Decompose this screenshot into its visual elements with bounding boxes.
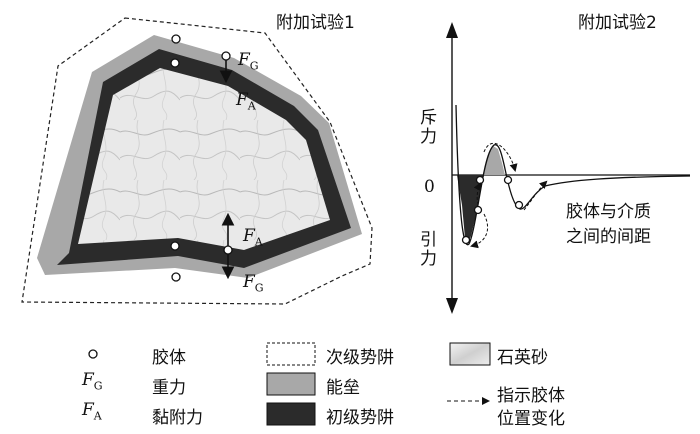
legend-adhesion-symbol: FA (82, 400, 102, 423)
legend-gravity-symbol: FG (82, 370, 103, 393)
legend-quartz-sand-label: 石英砂 (497, 348, 548, 368)
profile-colloid-primary (461, 235, 471, 245)
legend (88, 342, 491, 426)
adhesion-label-top: FA (236, 90, 256, 113)
legend-secondary-well-label: 次级势阱 (326, 348, 394, 368)
move-arrow-over-barrier (483, 142, 518, 172)
quartz-sand-grain (78, 68, 330, 250)
legend-gravity-label: 重力 (152, 378, 186, 398)
experiment2-title: 附加试验2 (578, 13, 657, 33)
colloid-top-outer (171, 34, 181, 44)
experiment1-title: 附加试验1 (276, 13, 355, 33)
legend-quartz-sand-swatch (449, 342, 491, 366)
profile-colloid-secondary (503, 175, 513, 185)
legend-primary-well-label: 初级势阱 (326, 408, 394, 428)
legend-colloid-symbol (88, 349, 98, 359)
distance-label-line2: 之间的间距 (566, 227, 651, 247)
y-axis-arrow-bottom (446, 298, 458, 314)
legend-move-label-line1: 指示胶体 (497, 386, 565, 406)
colloid-top-inner (170, 58, 180, 68)
profile-colloid-well (514, 200, 524, 210)
legend-move-label-line2: 位置变化 (497, 409, 565, 429)
energy-barrier-fill (483, 146, 505, 175)
zero-label: 0 (424, 177, 435, 197)
move-arrow-into-well (523, 180, 548, 211)
colloid-bottom-outer (171, 272, 181, 282)
legend-adhesion-label: 黏附力 (152, 408, 203, 428)
gravity-label-top: FG (238, 50, 259, 73)
grain-schematic (21, 17, 373, 305)
distance-label-line1: 胶体与介质 (566, 202, 651, 222)
legend-primary-well-swatch (266, 402, 316, 426)
move-arrow-up-barrier (473, 182, 481, 206)
potential-profile (446, 22, 691, 314)
colloid-bottom-force (223, 245, 233, 255)
repulsion-label: 斥力 (416, 108, 436, 146)
profile-colloid-barrier (475, 175, 485, 185)
legend-colloid-label: 胶体 (152, 348, 186, 368)
adhesion-label-bottom: FA (243, 226, 263, 249)
secondary-well-boundary (21, 17, 373, 305)
colloid-top-force (221, 51, 231, 61)
move-arrow-to-primary (470, 213, 488, 249)
gravity-label-bottom: FG (243, 272, 264, 295)
colloid-bottom-inner (170, 241, 180, 251)
attraction-label: 引力 (416, 230, 436, 268)
legend-secondary-well-swatch (266, 342, 316, 366)
profile-colloid-descent (473, 205, 483, 215)
y-axis-arrow-top (446, 22, 458, 38)
legend-energy-barrier-label: 能垒 (326, 378, 360, 398)
legend-energy-barrier-swatch (266, 372, 316, 396)
